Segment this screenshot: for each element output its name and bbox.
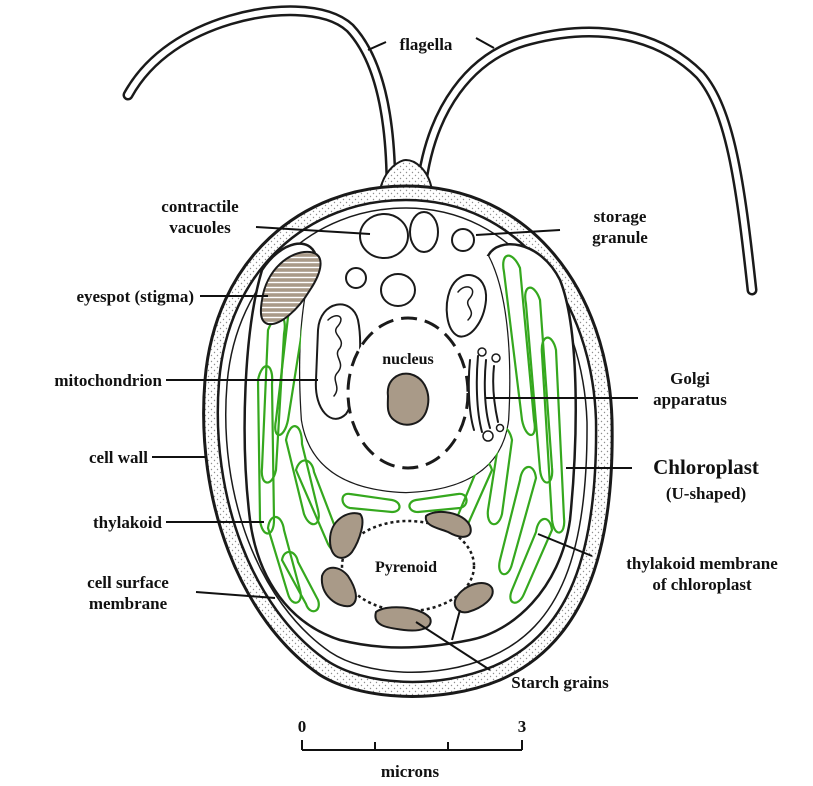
label-golgi-2: apparatus: [653, 390, 727, 409]
label-chloroplast: Chloroplast: [653, 455, 759, 479]
contractile-vacuole-2: [410, 212, 438, 252]
nucleolus: [388, 374, 429, 425]
label-thylakoid-membrane-1: thylakoid membrane: [626, 554, 778, 573]
label-eyespot: eyespot (stigma): [76, 287, 194, 306]
label-cell-surface-2: membrane: [89, 594, 168, 613]
contractile-vacuole-1: [360, 214, 408, 258]
label-contractile-vacuoles-2: vacuoles: [169, 218, 231, 237]
label-mitochondrion: mitochondrion: [54, 371, 162, 390]
scale-unit-label: microns: [381, 762, 440, 781]
granule-small: [346, 268, 366, 288]
label-thylakoid: thylakoid: [93, 513, 163, 532]
scale-bar: 0 3 microns: [298, 717, 527, 781]
label-flagella: flagella: [400, 35, 453, 54]
label-cell-surface-1: cell surface: [87, 573, 169, 592]
label-contractile-vacuoles-1: contractile: [161, 197, 239, 216]
label-thylakoid-membrane-2: of chloroplast: [652, 575, 752, 594]
label-golgi-1: Golgi: [670, 369, 710, 388]
label-storage-granule-2: granule: [592, 228, 648, 247]
label-nucleus: nucleus: [382, 351, 434, 368]
scale-start-label: 0: [298, 717, 307, 736]
label-pyrenoid: Pyrenoid: [375, 559, 437, 576]
label-cell-wall: cell wall: [89, 448, 148, 467]
label-storage-granule-1: storage: [594, 207, 647, 226]
granule-large: [381, 274, 415, 306]
nucleus: [348, 318, 468, 468]
label-starch-grains: Starch grains: [511, 673, 609, 692]
storage-granule: [452, 229, 474, 251]
label-chloroplast-sub: (U-shaped): [666, 484, 746, 503]
scale-end-label: 3: [518, 717, 527, 736]
